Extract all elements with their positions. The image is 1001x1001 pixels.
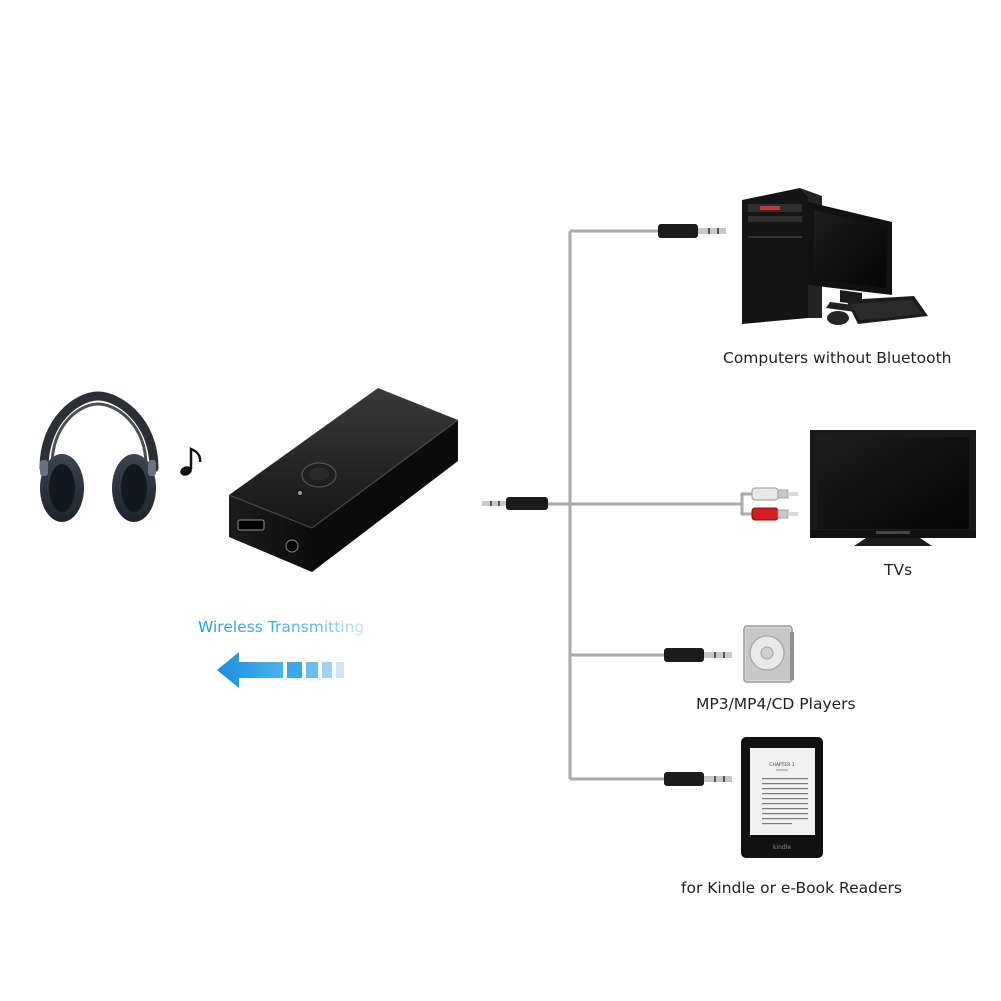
label-tvs: TVs <box>884 561 913 579</box>
device-usb-port <box>237 519 265 531</box>
label-readers: for Kindle or e-Book Readers <box>681 879 902 897</box>
arrow-left-icon <box>217 652 344 688</box>
audio-plug-kindle <box>664 772 732 786</box>
device-audio-jack <box>285 539 299 553</box>
music-note-icon <box>180 447 202 476</box>
kindle-ereader-icon: CHAPTER 1 kindle <box>741 737 823 858</box>
kindle-chapter-text: CHAPTER 1 <box>769 762 794 768</box>
bluetooth-transmitter-device <box>228 388 459 572</box>
cable-to-rca-white <box>740 492 752 504</box>
audio-plug-computer <box>658 224 726 238</box>
audio-plug-mp3 <box>664 648 732 662</box>
cable-to-rca-red <box>740 504 752 516</box>
rca-plug-red <box>751 507 798 521</box>
audio-plug-trunk <box>482 497 548 510</box>
kindle-brand-text: kindle <box>773 844 791 851</box>
label-wireless-transmitting: Wireless Transmitting <box>198 618 365 636</box>
desktop-computer-icon <box>742 188 928 325</box>
headphones-icon <box>39 391 159 522</box>
tv-icon <box>810 430 976 546</box>
mp3-player-icon <box>743 625 794 683</box>
cable-network <box>548 229 752 781</box>
label-players: MP3/MP4/CD Players <box>696 695 856 713</box>
rca-plug-white <box>751 487 798 501</box>
label-computers: Computers without Bluetooth <box>723 349 952 367</box>
